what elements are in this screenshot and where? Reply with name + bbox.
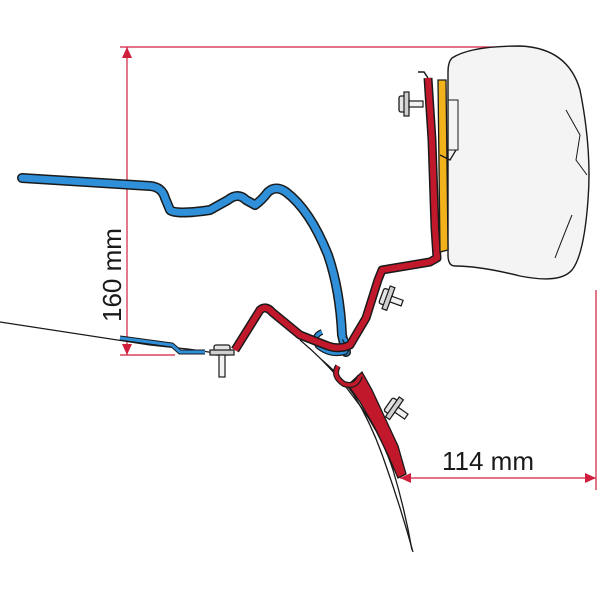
dimension-lines [120, 46, 597, 490]
blue-bracket-icon [17, 173, 351, 357]
arrow-head-icon [585, 473, 596, 483]
bolt-icon [209, 344, 235, 378]
red-bracket-icon [231, 71, 442, 479]
bolt-icon [383, 396, 409, 421]
yellow-plate-icon [437, 79, 457, 253]
awning-housing-icon [447, 45, 590, 280]
arrow-head-icon [122, 344, 132, 355]
bolt-icon [378, 285, 404, 312]
width-dimension-label: 114 mm [442, 446, 534, 476]
vehicle-body-contour [0, 321, 414, 553]
bolt-icon [398, 91, 424, 117]
arrow-head-icon [400, 473, 411, 483]
arrow-head-icon [122, 47, 132, 58]
height-dimension-label: 160 mm [97, 228, 127, 322]
